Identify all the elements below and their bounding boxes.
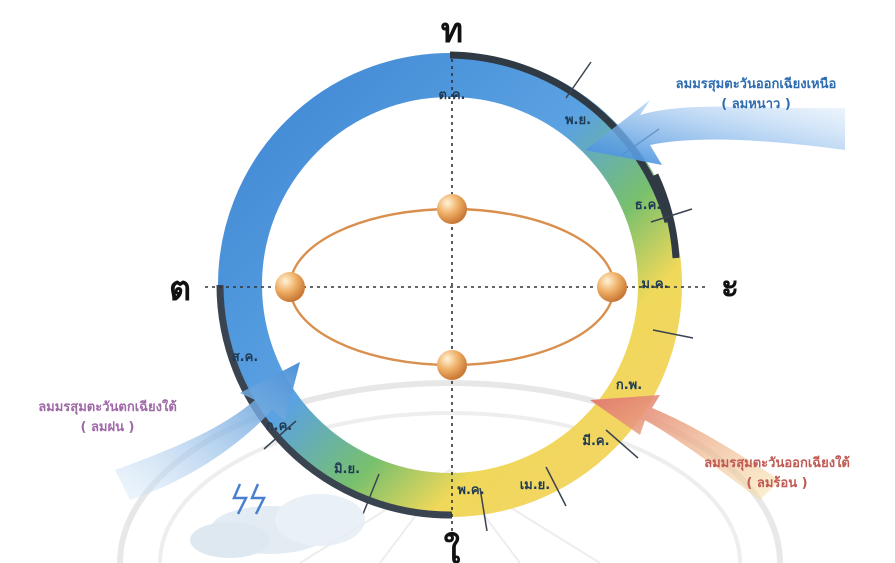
month-label-mar: มี.ค. — [582, 433, 609, 449]
direction-east: ะ — [721, 266, 739, 306]
direction-south: ใ — [444, 531, 461, 563]
planet-bottom — [437, 350, 467, 380]
planet-left — [275, 272, 305, 302]
southeast-monsoon-arrow — [590, 395, 780, 500]
month-label-jul: ก.ค. — [266, 419, 292, 434]
southeast-monsoon-title: ลมมรสุมตะวันออกเฉียงใต้ — [704, 456, 850, 471]
month-label-jun: มิ.ย. — [334, 462, 360, 477]
southwest-monsoon-arrow — [115, 362, 300, 500]
month-label-oct: ต.ค. — [438, 88, 465, 103]
month-dividers — [263, 61, 694, 532]
ring-edge-southwest — [216, 284, 453, 519]
direction-north: ท — [441, 11, 463, 51]
month-label-nov: พ.ย. — [565, 113, 591, 128]
southwest-monsoon-title: ลมมรสุมตะวันตกเฉียงใต้ — [38, 400, 177, 415]
southeast-monsoon-label: ลมมรสุมตะวันออกเฉียงใต้ ( ลมร้อน ) — [664, 454, 890, 494]
month-label-may: พ.ค. — [457, 483, 484, 498]
month-label-jan: ม.ค. — [641, 277, 668, 292]
season-ring — [218, 53, 682, 517]
northeast-monsoon-label: ลมมรสุมตะวันออกเฉียงเหนือ ( ลมหนาว ) — [628, 75, 884, 115]
month-label-aug: ส.ค. — [232, 350, 259, 365]
planet-top — [437, 194, 467, 224]
planet-right — [597, 272, 627, 302]
ring-edge-northeast — [449, 51, 672, 223]
month-label-feb: ก.พ. — [616, 378, 642, 393]
lightning-icon — [232, 483, 267, 515]
northeast-monsoon-subtitle: ( ลมหนาว ) — [721, 97, 791, 112]
southwest-monsoon-subtitle: ( ลมฝน ) — [80, 420, 135, 435]
direction-west: ต — [169, 269, 191, 309]
month-label-apr: เม.ย. — [520, 478, 551, 493]
northeast-monsoon-title: ลมมรสุมตะวันออกเฉียงเหนือ — [675, 77, 837, 92]
northeast-monsoon-arrow — [585, 100, 845, 165]
southwest-monsoon-label: ลมมรสุมตะวันตกเฉียงใต้ ( ลมฝน ) — [0, 398, 215, 438]
southeast-monsoon-subtitle: ( ลมร้อน ) — [746, 476, 808, 491]
month-label-dec: ธ.ค. — [635, 198, 662, 213]
storm-cloud-icon — [190, 494, 365, 558]
